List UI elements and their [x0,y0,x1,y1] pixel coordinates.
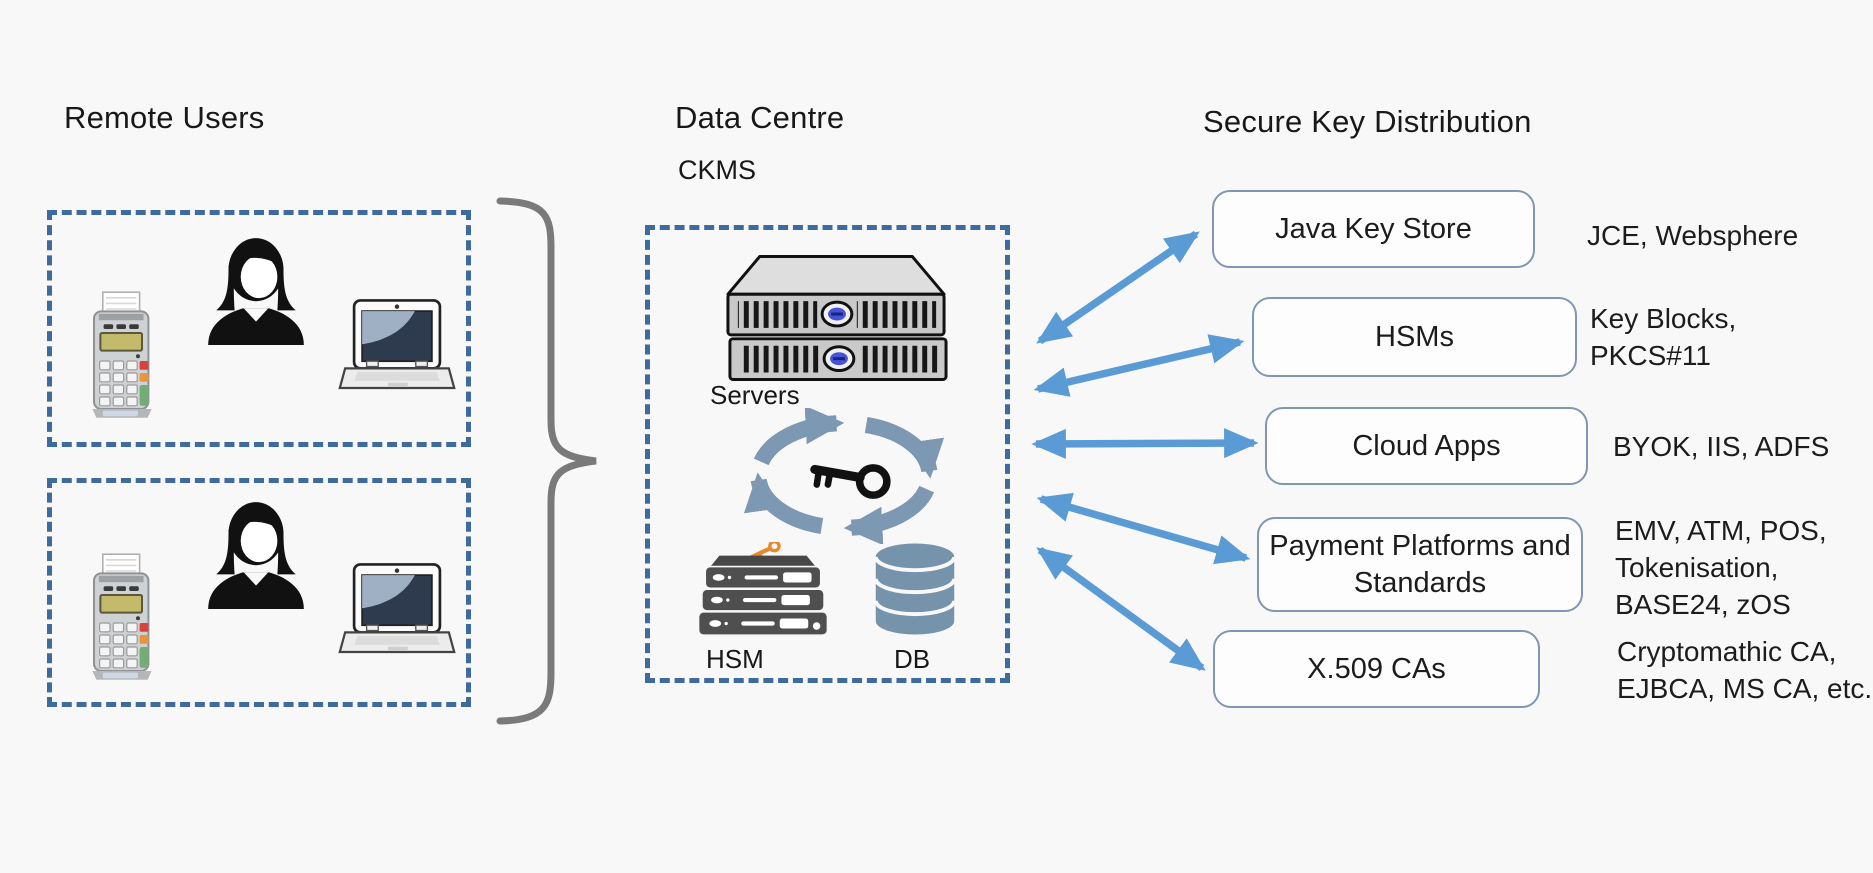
laptop-icon [338,293,456,399]
hsm-label: HSM [706,644,764,674]
target-annotation: Key Blocks, PKCS#11 [1590,303,1737,371]
server-rack-icon [722,252,950,384]
target-label: Cloud Apps [1352,429,1501,462]
hsm-appliance-icon [696,542,830,638]
female-user-icon [200,495,312,613]
target-annotation: JCE, Websphere [1587,220,1799,251]
secure-key-distribution-title: Secure Key Distribution [1203,104,1532,139]
target-label: X.509 CAs [1307,652,1446,685]
target-annotation: Cryptomathic CA, EJBCA, MS CA, etc. [1617,636,1873,704]
target-box-x509-cas: X.509 CAs [1213,630,1540,708]
target-label: Java Key Store [1275,212,1472,245]
target-box-cloud-apps: Cloud Apps [1265,407,1588,485]
laptop-icon [338,557,456,663]
pos-terminal-icon [90,287,154,419]
remote-user-group-1 [47,210,471,447]
key-icon [810,464,891,499]
data-centre-title: Data Centre [675,100,845,135]
servers-label: Servers [710,380,800,410]
pos-terminal-icon [90,549,154,681]
target-label: Payment Platforms and Standards [1269,530,1571,599]
target-annotation: BYOK, IIS, ADFS [1613,431,1830,462]
female-user-icon [200,231,312,349]
target-box-payment-platforms: Payment Platforms and Standards [1257,517,1583,612]
target-box-hsms: HSMs [1252,297,1577,377]
target-label: HSMs [1375,320,1454,353]
target-box-java-key-store: Java Key Store [1212,190,1535,268]
remote-user-group-2 [47,478,471,707]
key-lifecycle-cycle-icon [738,408,950,544]
ckms-subtitle: CKMS [678,155,757,185]
database-icon [870,538,960,640]
target-annotation: EMV, ATM, POS, Tokenisation, BASE24, zOS [1615,515,1827,620]
remote-users-title: Remote Users [64,100,265,135]
db-label: DB [894,644,931,674]
data-centre-box: Servers [645,225,1010,683]
